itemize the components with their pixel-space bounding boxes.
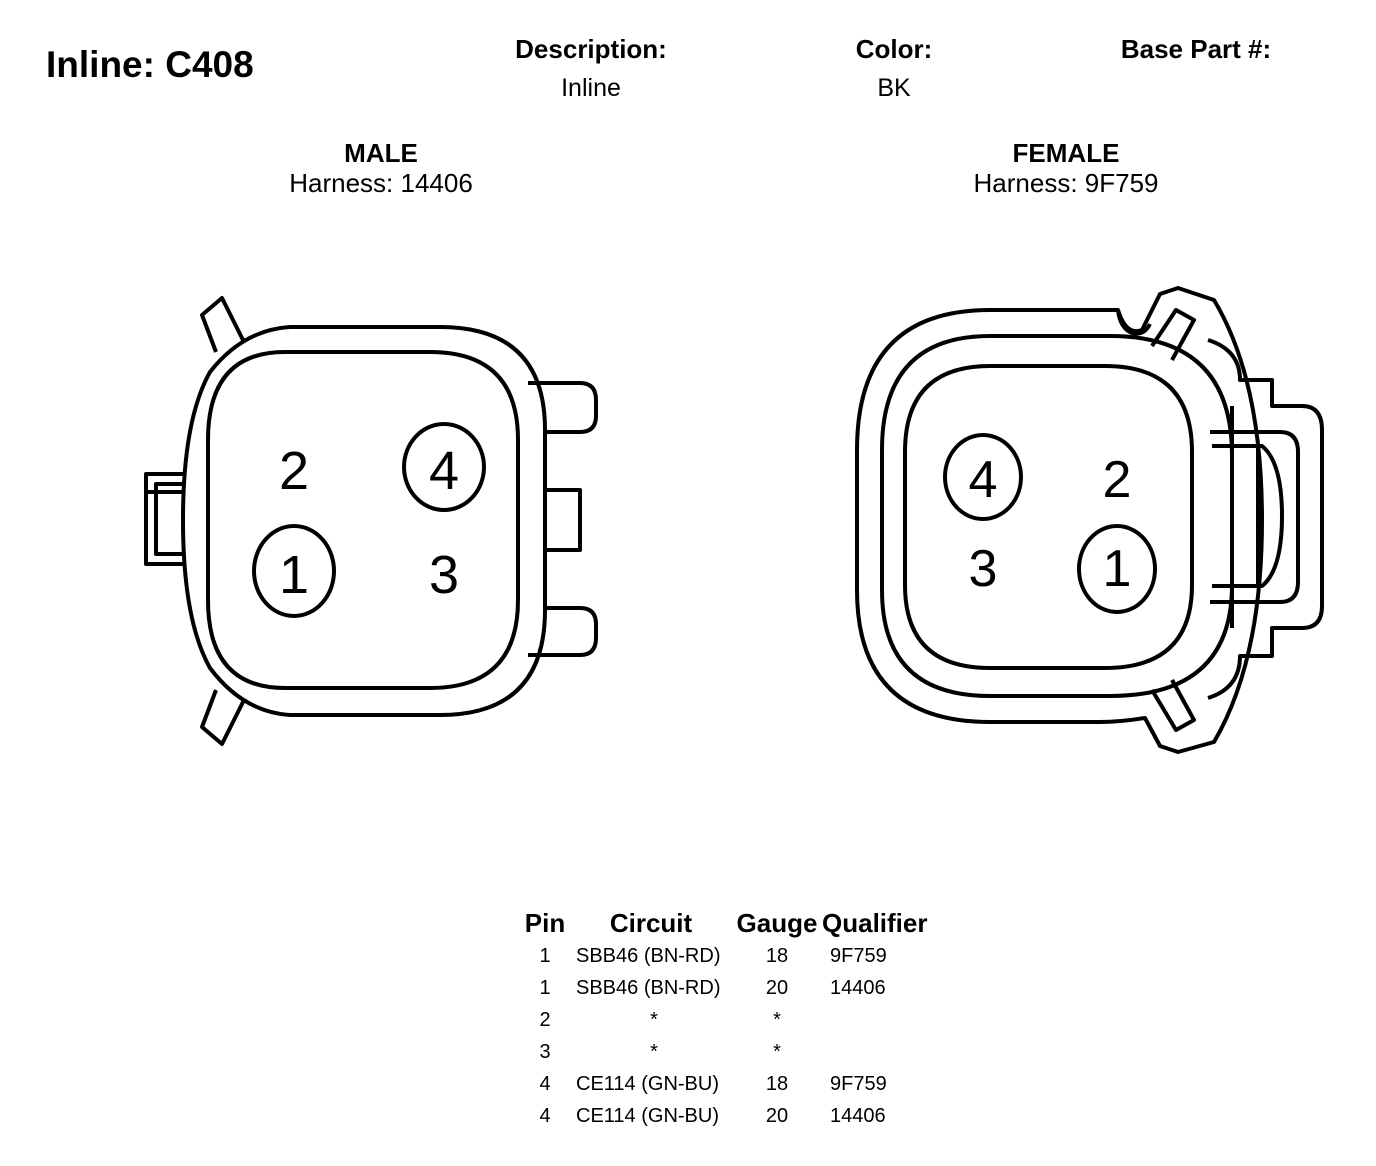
base-part-label: Base Part #: (1120, 34, 1272, 64)
male-title: MALE (344, 138, 418, 168)
female-pin-4-label: 4 (969, 451, 998, 509)
qualifier-cell: 9F759 (830, 1072, 887, 1095)
circuit-cell: * (650, 1040, 658, 1063)
circuit-cell: CE114 (GN-BU) (576, 1072, 719, 1095)
female-pin-3-label: 3 (969, 540, 998, 598)
gauge-cell: 18 (765, 944, 789, 967)
male-pin-1-label: 1 (279, 545, 309, 605)
female-pin-1-label: 1 (1103, 540, 1132, 598)
gauge-cell: 20 (765, 1104, 789, 1127)
description-label: Description: (515, 34, 667, 64)
female-title: FEMALE (1012, 138, 1120, 168)
pin-cell: 4 (539, 1072, 551, 1095)
color-label: Color: (855, 34, 933, 64)
male-pin-2-label: 2 (279, 441, 309, 501)
table-row: 3 * * (520, 1036, 970, 1068)
circuit-cell: CE114 (GN-BU) (576, 1104, 719, 1127)
circuit-cell: * (650, 1008, 658, 1031)
pin-cell: 4 (539, 1104, 551, 1127)
circuit-cell: SBB46 (BN-RD) (576, 976, 721, 999)
table-row: 1 SBB46 (BN-RD) 20 14406 (520, 972, 970, 1004)
gauge-cell: * (773, 1008, 781, 1031)
color-value: BK (877, 74, 911, 102)
header-gauge: Gauge (736, 907, 818, 938)
connector-title: Inline: C408 (46, 44, 254, 85)
pin-table: Pin Circuit Gauge Qualifier 1 SBB46 (BN-… (520, 906, 970, 1132)
header-qualifier: Qualifier (822, 907, 928, 938)
male-pin-4-label: 4 (429, 441, 459, 501)
pin-cell: 1 (539, 976, 551, 999)
gauge-cell: * (773, 1040, 781, 1063)
description-value: Inline (561, 74, 621, 102)
pin-cell: 2 (539, 1008, 551, 1031)
male-pin-3-label: 3 (429, 545, 459, 605)
pin-table-header: Pin Circuit Gauge Qualifier (520, 906, 970, 940)
table-row: 1 SBB46 (BN-RD) 18 9F759 (520, 940, 970, 972)
gauge-cell: 20 (765, 976, 789, 999)
header-pin: Pin (524, 907, 566, 938)
table-row: 2 * * (520, 1004, 970, 1036)
qualifier-cell: 14406 (830, 976, 886, 999)
pin-cell: 1 (539, 944, 551, 967)
header-circuit: Circuit (609, 907, 693, 938)
gauge-cell: 18 (765, 1072, 789, 1095)
table-row: 4 CE114 (GN-BU) 18 9F759 (520, 1068, 970, 1100)
qualifier-cell: 14406 (830, 1104, 886, 1127)
qualifier-cell: 9F759 (830, 944, 887, 967)
circuit-cell: SBB46 (BN-RD) (576, 944, 721, 967)
qualifier-cell (822, 1036, 970, 1068)
qualifier-cell (822, 1004, 970, 1036)
female-harness: Harness: 9F759 (973, 168, 1159, 198)
male-harness: Harness: 14406 (289, 168, 473, 198)
female-pin-2-label: 2 (1103, 451, 1132, 509)
table-row: 4 CE114 (GN-BU) 20 14406 (520, 1100, 970, 1132)
pin-cell: 3 (539, 1040, 551, 1063)
